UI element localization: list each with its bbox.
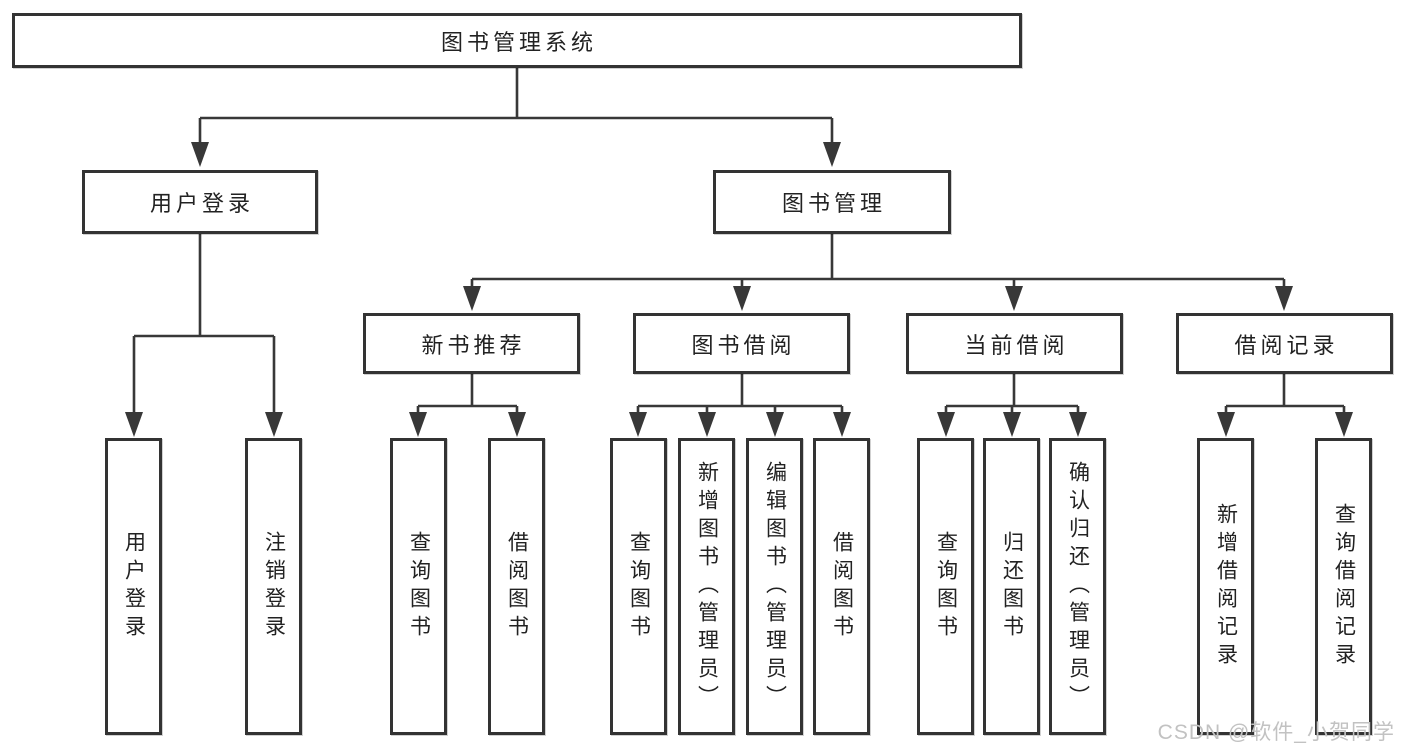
node-current-borrow-label: 当前借阅 (964, 332, 1069, 358)
leaf-query-borrow-record: 查询借阅记录 (1315, 438, 1372, 735)
leaf-query-book-recommend: 查询图书 (390, 438, 447, 735)
leaf-add-borrow-record-label: 新增借阅记录 (1214, 502, 1238, 671)
leaf-query-book-recommend-label: 查询图书 (407, 530, 431, 643)
leaf-confirm-return-admin: 确认归还（管理员） (1049, 438, 1106, 735)
leaf-borrow-book-recommend: 借阅图书 (488, 438, 545, 735)
leaf-return-book: 归还图书 (983, 438, 1040, 735)
leaf-query-borrow-record-label: 查询借阅记录 (1332, 502, 1356, 671)
node-book-borrow-label: 图书借阅 (691, 332, 796, 358)
leaf-logout-label: 注销登录 (262, 530, 286, 643)
node-book-management-label: 图书管理 (781, 191, 886, 216)
node-user-login: 用户登录 (82, 170, 318, 234)
leaf-borrow-book-recommend-label: 借阅图书 (505, 530, 529, 643)
leaf-confirm-return-admin-label: 确认归还（管理员） (1066, 460, 1090, 713)
leaf-borrow-book-label: 借阅图书 (830, 530, 854, 643)
leaf-add-borrow-record: 新增借阅记录 (1197, 438, 1254, 735)
leaf-logout: 注销登录 (245, 438, 302, 735)
leaf-return-book-label: 归还图书 (1000, 530, 1024, 643)
leaf-user-login-label: 用户登录 (122, 530, 146, 643)
node-root-label: 图书管理系统 (440, 29, 597, 55)
leaf-query-book-current: 查询图书 (917, 438, 974, 735)
leaf-add-book-admin-label: 新增图书（管理员） (695, 460, 719, 713)
node-book-borrow: 图书借阅 (633, 313, 850, 374)
csdn-watermark: CSDN @软件_小贺同学 (1157, 721, 1395, 744)
leaf-query-book-borrow-label: 查询图书 (627, 530, 651, 643)
leaf-edit-book-admin: 编辑图书（管理员） (746, 438, 803, 735)
leaf-edit-book-admin-label: 编辑图书（管理员） (763, 460, 787, 713)
leaf-query-book-current-label: 查询图书 (934, 530, 958, 643)
node-borrow-record-label: 借阅记录 (1234, 332, 1339, 358)
leaf-user-login: 用户登录 (105, 438, 162, 735)
leaf-add-book-admin: 新增图书（管理员） (678, 438, 735, 735)
node-new-book-recommend-label: 新书推荐 (421, 332, 526, 358)
node-root: 图书管理系统 (12, 13, 1022, 68)
node-current-borrow: 当前借阅 (906, 313, 1123, 374)
node-new-book-recommend: 新书推荐 (363, 313, 580, 374)
node-book-management: 图书管理 (713, 170, 951, 234)
leaf-borrow-book: 借阅图书 (813, 438, 870, 735)
node-borrow-record: 借阅记录 (1176, 313, 1393, 374)
node-user-login-label: 用户登录 (149, 191, 254, 216)
leaf-query-book-borrow: 查询图书 (610, 438, 667, 735)
